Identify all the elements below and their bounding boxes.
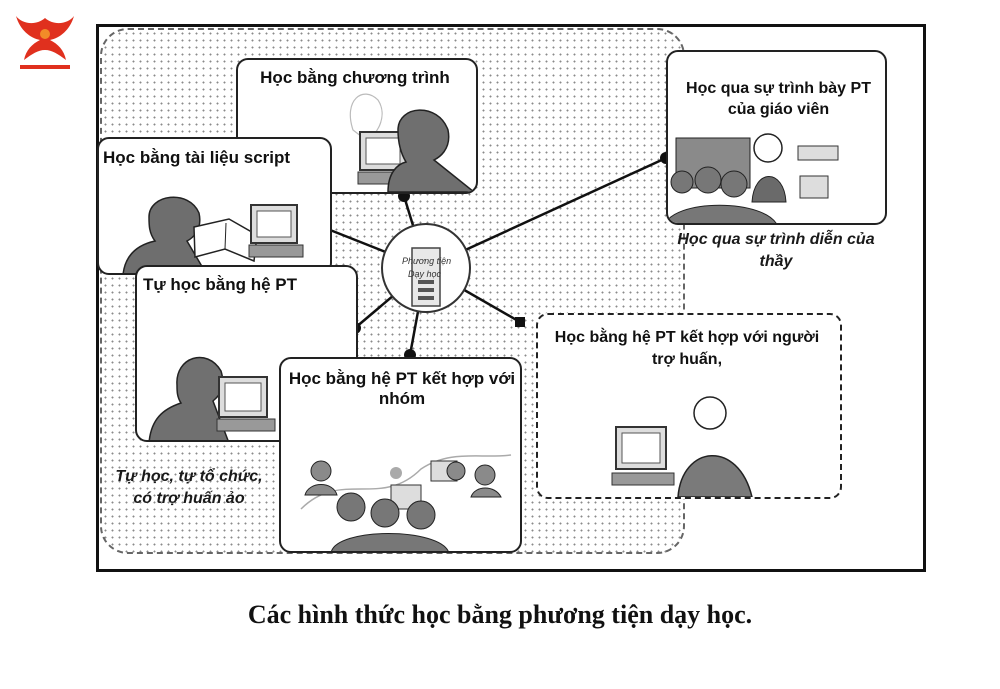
person-computer-icon [349, 93, 476, 192]
person-reading-book-icon [122, 196, 304, 273]
box-group-title: Học bằng hệ PT kết hợp với nhóm [288, 369, 516, 408]
tutor-with-computer-icon [611, 396, 753, 497]
figure-caption: Các hình thức học bằng phương tiện dạy h… [247, 600, 753, 629]
label-self-study: Tự học, tự tổ chức, có trợ huấn ảo [115, 468, 263, 507]
teacher-presenting-icon [668, 133, 839, 223]
diagram-frame [96, 24, 926, 572]
box-teacher-presentation: Học qua sự trình bày PT của giáo viên [666, 50, 887, 225]
phoenix-logo-icon [16, 16, 74, 69]
connector-square-tutor [515, 317, 525, 327]
label-teacher-demo: Học qua sự trình diễn của thầy [677, 231, 875, 270]
box-tutor-title: Học bằng hệ PT kết hợp với người trợ huấ… [554, 329, 820, 368]
box-self-system-title: Tự học bằng hệ PT [143, 275, 297, 294]
person-at-computer-icon [148, 356, 276, 440]
group-learning-icon [300, 454, 512, 551]
box-tutor: Học bằng hệ PT kết hợp với người trợ huấ… [536, 313, 842, 499]
box-group: Học bằng hệ PT kết hợp với nhóm [279, 357, 522, 553]
box-teacher-presentation-title: Học qua sự trình bày PT của giáo viên [686, 80, 871, 118]
box-script-title: Học bằng tài liệu script [103, 148, 291, 167]
box-program-title: Học bằng chương trình [260, 68, 450, 87]
box-script: Học bằng tài liệu script [97, 137, 332, 275]
box-self-system: Tự học bằng hệ PT [135, 265, 358, 442]
